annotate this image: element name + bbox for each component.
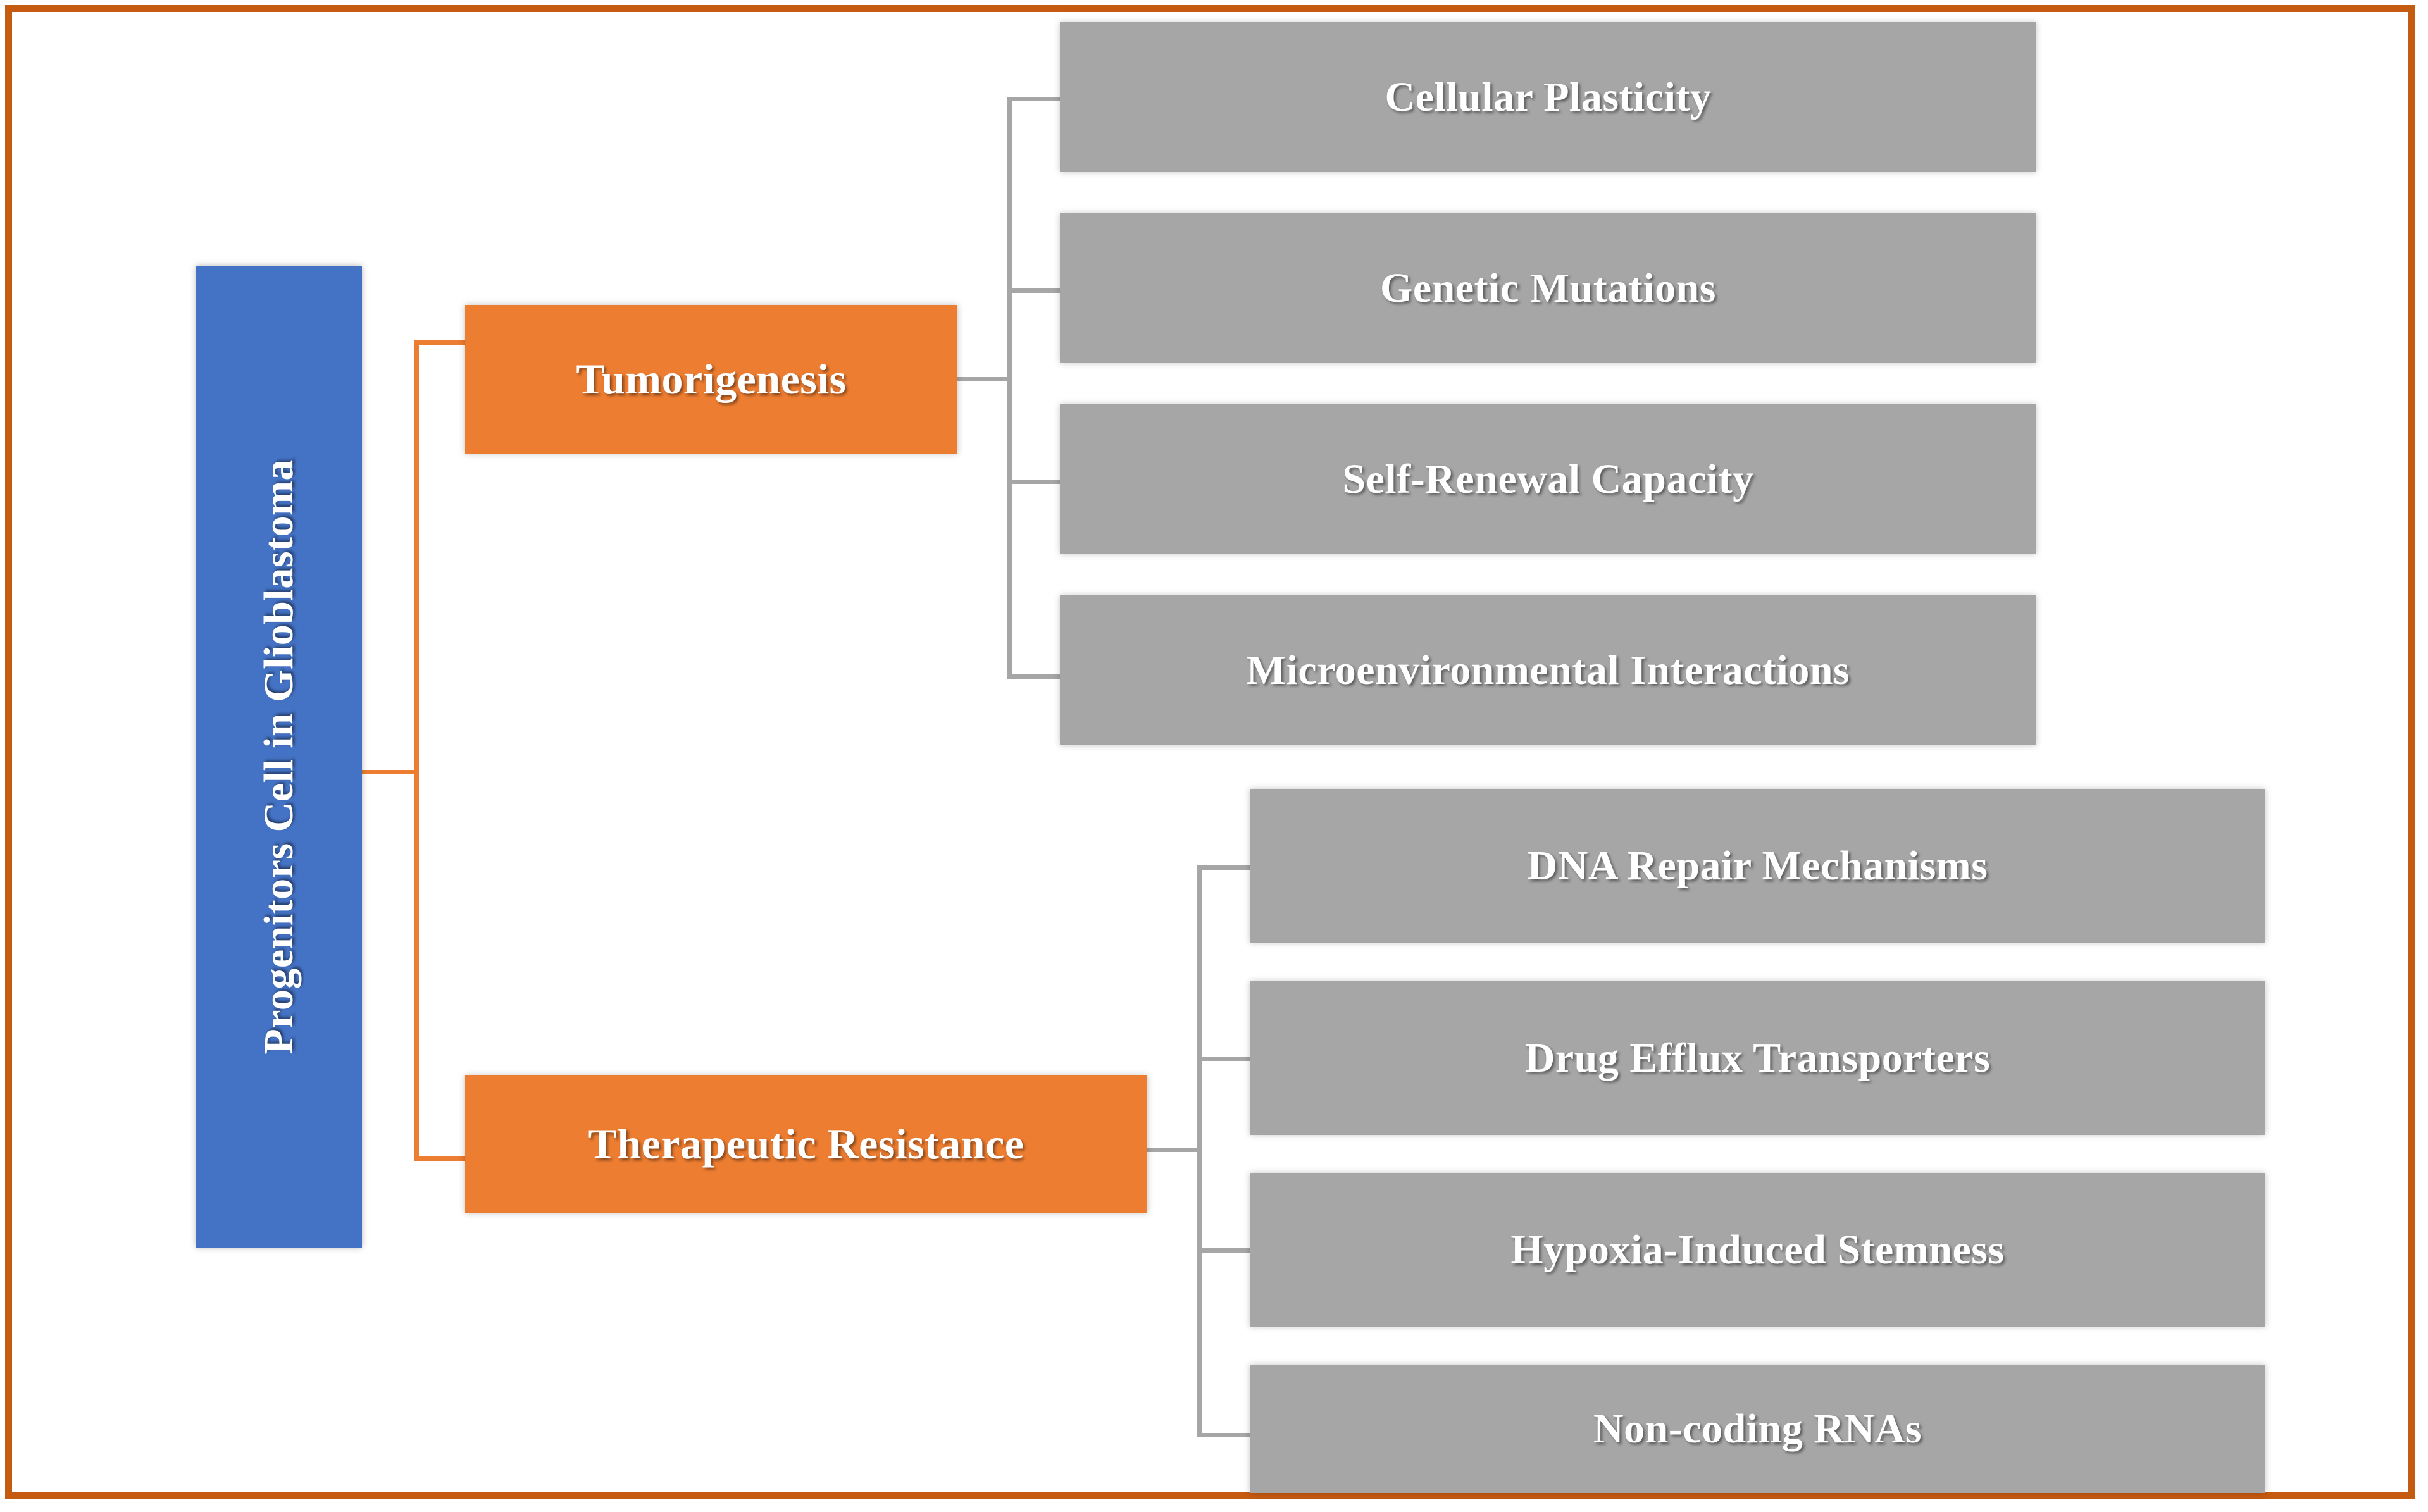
- leaf-node-label: Genetic Mutations: [1380, 264, 1716, 311]
- leaf-node-hypoxia-induced-stemness[interactable]: Hypoxia-Induced Stemness: [1250, 1173, 2265, 1327]
- leaf-node-label: Non-coding RNAs: [1593, 1405, 1922, 1452]
- leaf-node-label: Cellular Plasticity: [1385, 73, 1712, 120]
- leaf-node-label: Drug Efflux Transporters: [1524, 1034, 1991, 1081]
- connector-tumorigenesis-spine: [1007, 97, 1012, 679]
- connector-to-cellular-plasticity: [1007, 97, 1064, 101]
- leaf-node-cellular-plasticity[interactable]: Cellular Plasticity: [1060, 22, 2036, 172]
- branch-node-therapeutic-resistance[interactable]: Therapeutic Resistance: [465, 1075, 1147, 1213]
- connector-root-to-tumorigenesis: [414, 340, 469, 345]
- connector-tumorigenesis-stub: [957, 377, 1012, 381]
- connector-to-hypoxia-induced-stemness: [1197, 1248, 1254, 1253]
- connector-root-stub: [361, 770, 419, 774]
- leaf-node-drug-efflux-transporters[interactable]: Drug Efflux Transporters: [1250, 981, 2265, 1135]
- connector-to-self-renewal-capacity: [1007, 480, 1064, 484]
- leaf-node-label: Hypoxia-Induced Stemness: [1510, 1226, 2005, 1273]
- leaf-node-dna-repair-mechanisms[interactable]: DNA Repair Mechanisms: [1250, 789, 2265, 943]
- connector-to-microenvironmental-interactions: [1007, 674, 1064, 679]
- root-node-label: Progenitors Cell in Glioblastoma: [256, 459, 302, 1055]
- root-node-progenitors-cell[interactable]: Progenitors Cell in Glioblastoma: [196, 266, 362, 1248]
- leaf-node-label: DNA Repair Mechanisms: [1527, 842, 1988, 889]
- leaf-node-self-renewal-capacity[interactable]: Self-Renewal Capacity: [1060, 404, 2036, 554]
- connector-therapeutic-resistance-spine: [1197, 865, 1202, 1437]
- leaf-node-microenvironmental-interactions[interactable]: Microenvironmental Interactions: [1060, 595, 2036, 745]
- connector-to-dna-repair-mechanisms: [1197, 865, 1254, 870]
- connector-to-genetic-mutations: [1007, 288, 1064, 293]
- branch-node-label: Tumorigenesis: [576, 354, 847, 403]
- connector-to-drug-efflux-transporters: [1197, 1057, 1254, 1061]
- connector-therapeutic-resistance-stub: [1147, 1148, 1202, 1152]
- connector-root-to-therapeutic-resistance: [414, 1156, 469, 1161]
- leaf-node-label: Self-Renewal Capacity: [1342, 455, 1754, 502]
- connector-to-non-coding-rnas: [1197, 1433, 1254, 1437]
- leaf-node-non-coding-rnas[interactable]: Non-coding RNAs: [1250, 1365, 2265, 1493]
- branch-node-label: Therapeutic Resistance: [588, 1119, 1024, 1168]
- branch-node-tumorigenesis[interactable]: Tumorigenesis: [465, 305, 957, 454]
- connector-root-spine: [414, 340, 419, 1161]
- leaf-node-label: Microenvironmental Interactions: [1246, 647, 1850, 693]
- leaf-node-genetic-mutations[interactable]: Genetic Mutations: [1060, 213, 2036, 363]
